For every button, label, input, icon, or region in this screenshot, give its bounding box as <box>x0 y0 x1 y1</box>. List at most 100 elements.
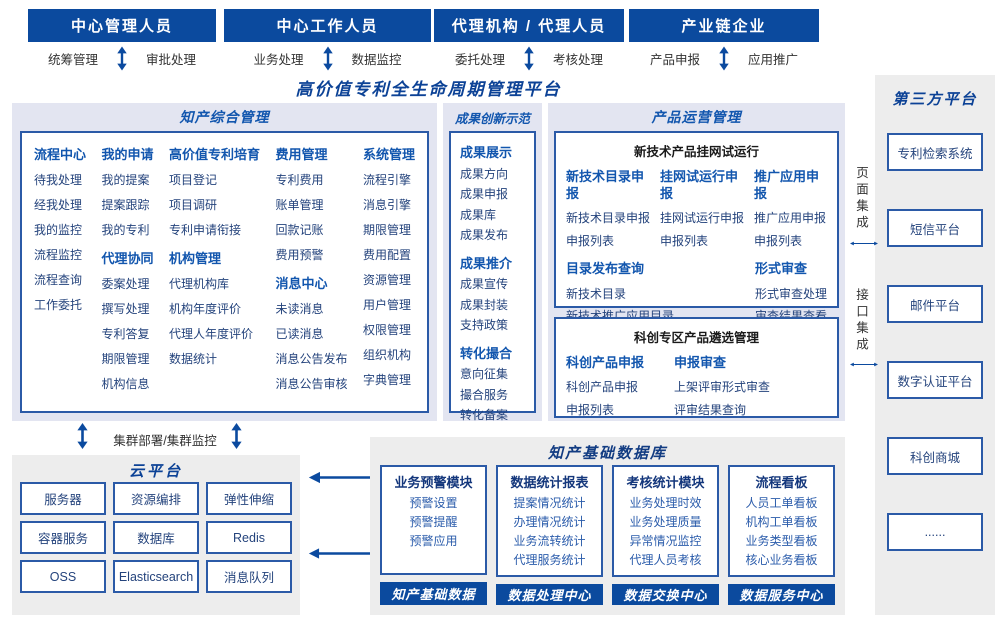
menu-item: 待我处理 <box>34 173 83 187</box>
actor-roles-agencies: 委托处理 考核处理 <box>434 45 624 71</box>
menu-item: 成果发布 <box>460 228 509 242</box>
module-column: 推广应用申报推广应用申报申报列表 <box>754 169 827 249</box>
group-header: 费用管理 <box>275 147 328 162</box>
menu-item: 项目调研 <box>168 198 217 212</box>
panel-title: 知产综合管理 <box>179 109 270 125</box>
menu-item: 已读消息 <box>275 327 324 341</box>
kb-item: 业务类型看板 <box>745 534 818 548</box>
double-arrow-horizontal-icon <box>850 358 878 371</box>
module-column: 新技术目录申报新技术目录申报申报列表 <box>566 169 650 249</box>
double-arrow-vertical-icon <box>322 46 334 71</box>
panel-title: 知产基础数据库 <box>547 445 667 462</box>
group-header: 机构管理 <box>168 251 221 266</box>
menu-item: 我的专利 <box>101 223 150 237</box>
actor-roles-center-staff: 业务处理 数据监控 <box>224 45 431 71</box>
group-header: 科创产品申报 <box>566 355 645 370</box>
menu-item: 机构信息 <box>101 377 150 391</box>
menu-item: 用户管理 <box>362 298 411 312</box>
third-party-panel: 第三方平台 专利检索系统短信平台邮件平台数字认证平台科创商城...... <box>875 75 995 615</box>
menu-item: 消息公告审核 <box>275 377 348 391</box>
role-label: 考核处理 <box>553 52 604 67</box>
menu-item: 成果方向 <box>460 166 509 181</box>
box-title: 新技术产品挂网试运行 <box>633 145 759 159</box>
platform-box: 科创商城 <box>887 437 983 475</box>
menu-item: 转化备案 <box>460 408 509 422</box>
role-label: 产品申报 <box>649 52 700 67</box>
platform-title: 高价值专利全生命周期管理平台 <box>295 80 562 99</box>
role-label: 统筹管理 <box>47 52 98 67</box>
cloud-service-box: 数据库 <box>113 521 199 554</box>
group-header: 高价值专利培育 <box>168 147 260 162</box>
module-column: 挂网试运行申报挂网试运行申报申报列表 <box>660 169 744 249</box>
menu-item: 工作委托 <box>34 298 83 312</box>
double-arrow-vertical-icon <box>76 421 89 451</box>
menu-item: 账单管理 <box>275 198 324 212</box>
group-header: 考核统计模块 <box>626 475 705 490</box>
sci-tech-columns: 科创产品申报科创产品申报申报列表 申报审查上架评审形式审查评审结果查询 <box>564 355 829 418</box>
panel-title: 云平台 <box>128 463 183 480</box>
kb-item: 机构工单看板 <box>745 515 818 529</box>
cloud-service-box: 消息队列 <box>206 560 292 593</box>
platform-box: 数字认证平台 <box>887 361 983 399</box>
net-trial-box: 新技术产品挂网试运行 新技术目录申报新技术目录申报申报列表 挂网试运行申报挂网试… <box>554 131 839 345</box>
menu-item: 组织机构 <box>362 348 411 362</box>
menu-item: 撮合服务 <box>460 387 509 402</box>
menu-item: 评审结果查询 <box>674 402 747 417</box>
page-integration-label: 页面集成 <box>854 166 868 232</box>
cloud-service-box: 弹性伸缩 <box>206 482 292 515</box>
module-column: 费用管理专利费用账单管理回款记账费用预警消息中心未读消息已读消息消息公告发布消息… <box>275 144 347 405</box>
kb-item: 预警设置 <box>409 496 458 510</box>
module-column: 系统管理流程引擎消息引擎期限管理费用配置资源管理用户管理权限管理组织机构字典管理 <box>363 144 415 405</box>
menu-item: 委案处理 <box>101 277 150 291</box>
data-center-box: 数据服务中心 <box>728 584 835 605</box>
api-integration-label: 接口集成 <box>854 288 868 354</box>
panel-title: 第三方平台 <box>892 91 978 108</box>
menu-item: 申报列表 <box>754 233 803 248</box>
actor-roles-industry-enterprises: 产品申报 应用推广 <box>629 45 819 71</box>
menu-item: 推广应用申报 <box>754 210 827 225</box>
kb-item: 预警应用 <box>409 534 458 548</box>
module-column: 高价值专利培育项目登记项目调研专利申请衔接机构管理代理机构库机构年度评价代理人年… <box>169 144 260 405</box>
actor-box-industry-enterprises: 产业链企业 <box>629 9 819 42</box>
menu-item: 期限管理 <box>362 223 411 237</box>
actor-box-center-managers: 中心管理人员 <box>28 9 216 42</box>
menu-item: 成果申报 <box>460 187 509 201</box>
role-label: 数据监控 <box>351 52 402 67</box>
cloud-service-box: Redis <box>206 521 292 554</box>
role-label: 审批处理 <box>146 52 197 67</box>
menu-item: 机构年度评价 <box>168 302 241 316</box>
kb-items: 预警设置预警提醒预警应用 <box>384 494 483 551</box>
achievement-modules: 成果展示成果方向成果申报成果库成果发布成果推介成果宣传成果封装支持政策转化撮合意… <box>449 131 536 422</box>
menu-item: 意向征集 <box>460 367 509 381</box>
panel-ip-comprehensive-management: 知产综合管理 流程中心待我处理经我处理我的监控流程监控流程查询工作委托 我的申请… <box>12 103 437 421</box>
kb-module-box: 考核统计模块 业务处理时效业务处理质量异常情况监控代理人员考核 <box>612 465 719 577</box>
sci-tech-selection-box: 科创专区产品遴选管理 科创产品申报科创产品申报申报列表 申报审查上架评审形式审查… <box>554 317 839 418</box>
group-header: 代理协同 <box>101 251 154 266</box>
menu-item: 回款记账 <box>275 223 324 237</box>
kb-item: 代理人员考核 <box>629 553 702 567</box>
menu-item: 我的提案 <box>101 173 150 187</box>
group-header: 业务预警模块 <box>394 475 473 490</box>
role-label: 委托处理 <box>454 52 505 67</box>
kb-item: 核心业务看板 <box>745 553 818 567</box>
platform-box: 短信平台 <box>887 209 983 247</box>
cloud-service-box: Elasticsearch <box>113 560 199 593</box>
platform-box: 邮件平台 <box>887 285 983 323</box>
menu-item: 挂网试运行申报 <box>660 210 745 225</box>
third-party-list: 专利检索系统短信平台邮件平台数字认证平台科创商城...... <box>887 133 983 551</box>
ip-base-database-panel: 知产基础数据库 业务预警模块 预警设置预警提醒预警应用 知产基础数据 数据统计报… <box>370 437 845 615</box>
cluster-label: 集群部署/集群监控 <box>113 434 217 448</box>
menu-item: 上架评审形式审查 <box>674 379 771 394</box>
menu-item: 支持政策 <box>460 318 509 332</box>
menu-item: 申报列表 <box>660 233 709 248</box>
panel-title: 产品运营管理 <box>651 109 742 125</box>
kb-item: 办理情况统计 <box>513 515 586 529</box>
group-header: 推广应用申报 <box>754 169 820 201</box>
menu-item: 费用预警 <box>275 248 324 262</box>
menu-item: 字典管理 <box>362 373 411 387</box>
panel-title: 成果创新示范 <box>454 111 530 126</box>
role-label: 应用推广 <box>748 52 799 67</box>
double-arrow-vertical-icon <box>230 421 243 451</box>
